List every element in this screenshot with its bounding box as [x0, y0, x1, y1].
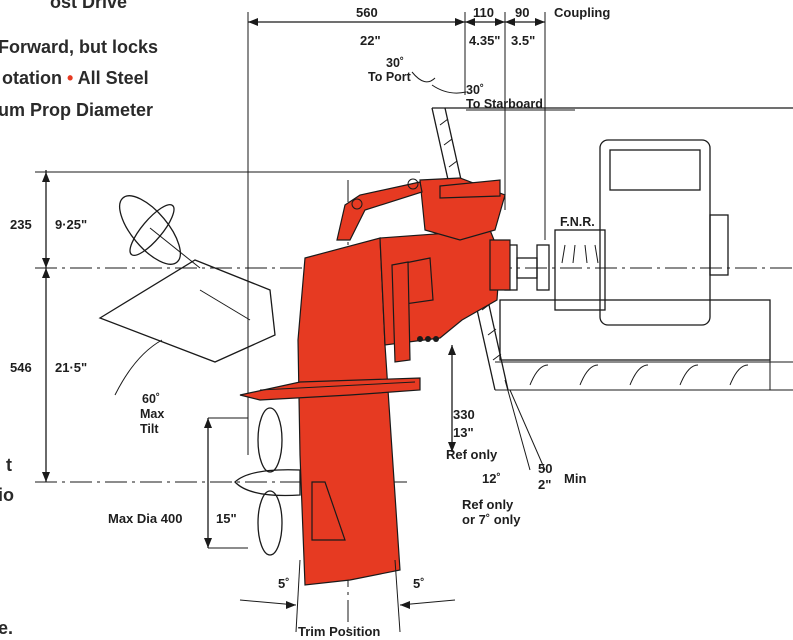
- dim-330: 330: [453, 407, 475, 422]
- dim-50: 50: [538, 461, 552, 476]
- trim-position: 5˚ 5˚ Trim Position: [239, 559, 456, 639]
- dim-3-5: 3.5": [511, 33, 535, 48]
- dim-12-deg: 12˚: [482, 471, 501, 486]
- header-line-0: ost Drive: [50, 0, 127, 12]
- frag-e: e.: [0, 618, 13, 638]
- max-dia-label: Max Dia 400: [108, 511, 182, 526]
- dim-21-5: 21·5": [55, 360, 87, 375]
- frag-io: io: [0, 485, 14, 505]
- header-line-2a: otation: [2, 68, 67, 88]
- dim-235: 235: [10, 217, 32, 232]
- dim-90: 90: [515, 5, 529, 20]
- or-7-label: or 7˚ only: [462, 512, 521, 527]
- dim-2: 2": [538, 477, 551, 492]
- ref-only-2-label: Ref only: [462, 497, 514, 512]
- trim-position-label: Trim Position: [298, 624, 380, 639]
- coupling-label: Coupling: [554, 5, 610, 20]
- port-angle: 30˚: [386, 56, 404, 70]
- frag-t: t: [6, 455, 12, 475]
- dim-15: 15": [216, 511, 237, 526]
- header-line-2: otation • All Steel: [2, 68, 149, 88]
- tilt-label: Tilt: [140, 422, 159, 436]
- dim-546: 546: [10, 360, 32, 375]
- to-port-label: To Port: [368, 70, 412, 84]
- transom: [431, 107, 793, 471]
- dim-13: 13": [453, 425, 474, 440]
- dim-22: 22": [360, 33, 381, 48]
- trim-left: 5˚: [278, 576, 290, 591]
- sterndrive-unit: [239, 177, 511, 586]
- to-starboard-label: To Starboard: [466, 97, 543, 111]
- dim-9-25: 9·25": [55, 217, 87, 232]
- ref-only-label: Ref only: [446, 447, 498, 462]
- header-line-3: um Prop Diameter: [0, 100, 153, 120]
- tilted-drive-outline: 60˚ Max Tilt: [98, 195, 276, 436]
- dim-560: 560: [356, 5, 378, 20]
- propeller: Max Dia 400 15": [108, 407, 301, 556]
- steering-annotations: 30˚ To Port 30˚ To Starboard: [368, 56, 575, 111]
- left-dimension-group: 235 9·25" 546 21·5": [10, 170, 420, 482]
- tilt-angle: 60˚: [142, 392, 160, 406]
- engine: F.N.R.: [499, 139, 771, 390]
- header-line-1: Forward, but locks: [0, 37, 158, 57]
- top-dimension-group: 560 22" 110 4.35" 90 3.5" Coupling: [247, 5, 610, 455]
- header-bullet: •: [67, 68, 73, 88]
- trim-right: 5˚: [413, 576, 425, 591]
- fnr-label: F.N.R.: [560, 215, 595, 229]
- tilt-max: Max: [140, 407, 164, 421]
- min-label: Min: [564, 471, 586, 486]
- lower-right-dimensions: 330 13" Ref only 12˚ 50 2" Min Ref only …: [446, 345, 586, 527]
- header-line-2b: All Steel: [73, 68, 148, 88]
- starboard-angle: 30˚: [466, 83, 484, 97]
- dim-110: 110: [473, 5, 494, 20]
- dim-4-35: 4.35": [469, 33, 500, 48]
